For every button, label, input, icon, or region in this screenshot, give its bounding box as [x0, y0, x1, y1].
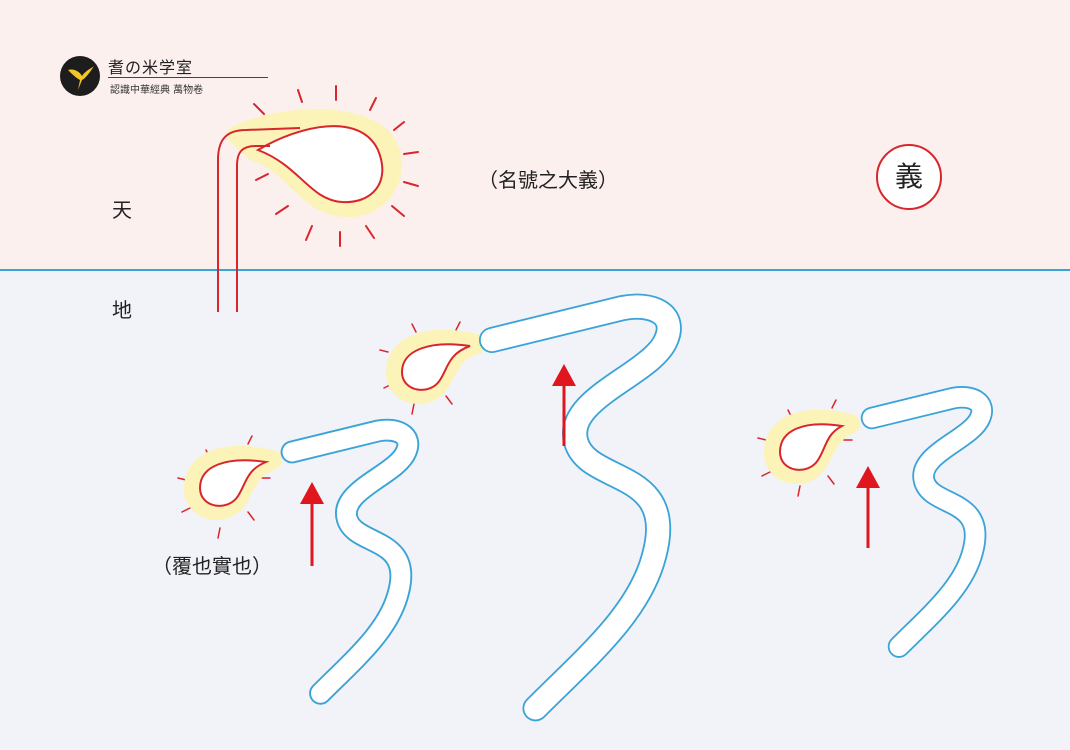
cover-caption: （覆也實也） — [152, 554, 272, 578]
horizon-line — [0, 269, 1070, 271]
seed-middle — [379, 321, 486, 415]
ground-region — [0, 270, 1070, 750]
sky-label: 天 — [112, 198, 132, 222]
logo-name: 耆の米学室 — [108, 58, 194, 77]
sprout-right — [872, 397, 982, 646]
seed-right — [757, 399, 860, 497]
meaning-caption: （名號之大義） — [478, 168, 618, 192]
sky-region — [0, 0, 1070, 270]
sun-rays — [253, 85, 419, 247]
growth-arrow-left — [300, 482, 324, 566]
logo-bird-icon — [60, 56, 100, 96]
earth-label: 地 — [112, 298, 132, 322]
logo: 耆の米学室 認識中華經典 萬物卷 — [58, 54, 268, 100]
sprout-left — [292, 430, 408, 693]
growth-arrow-middle — [552, 364, 576, 446]
growth-arrow-right — [856, 466, 880, 548]
logo-divider — [108, 77, 268, 78]
seed-left — [177, 435, 282, 539]
logo-subtitle: 認識中華經典 萬物卷 — [110, 85, 204, 96]
sprout-middle — [492, 307, 669, 709]
sun-seed — [217, 85, 419, 312]
character-badge: 義 — [876, 144, 942, 210]
character-text: 義 — [894, 160, 923, 193]
